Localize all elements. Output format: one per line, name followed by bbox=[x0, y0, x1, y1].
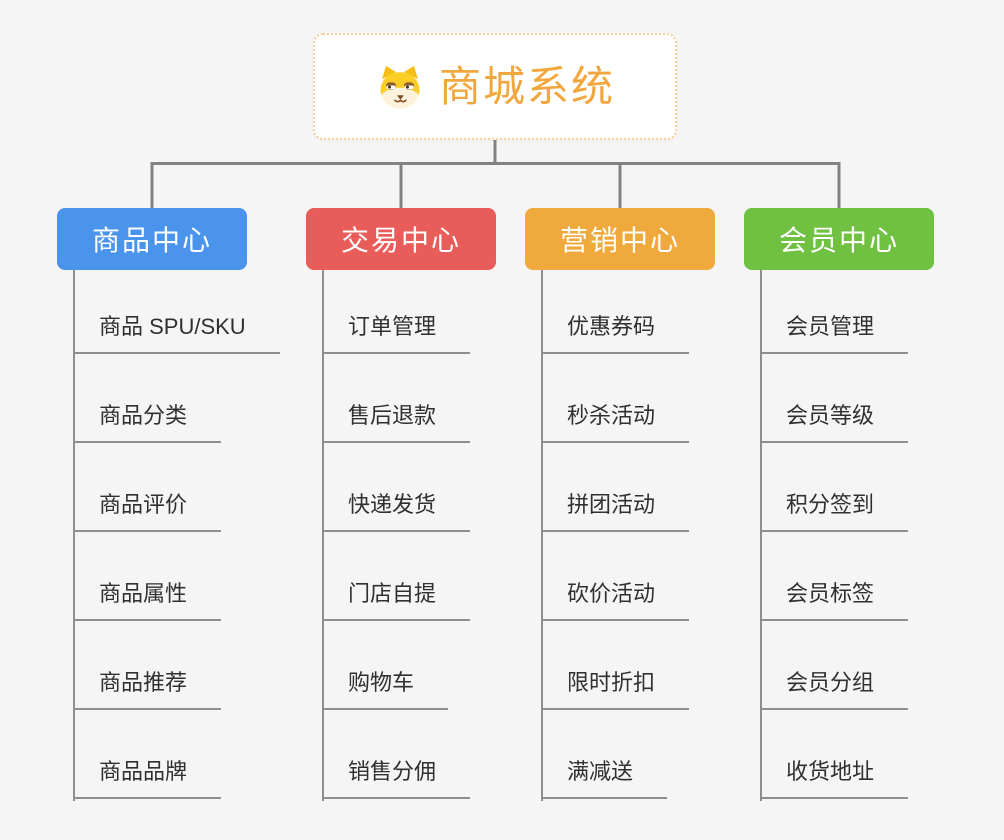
subtopic-item[interactable]: 会员等级 bbox=[760, 401, 909, 443]
dog-face-icon bbox=[375, 64, 425, 110]
branch-trade: 交易中心 订单管理 售后退款 快递发货 门店自提 购物车 销售分佣 bbox=[306, 208, 496, 801]
root-topic-title: 商城系统 bbox=[438, 62, 615, 110]
subtopic-item[interactable]: 订单管理 bbox=[322, 312, 471, 354]
subtopic-item[interactable]: 限时折扣 bbox=[541, 668, 690, 710]
subtopic-item[interactable]: 商品分类 bbox=[73, 401, 222, 443]
subtopic-item[interactable]: 售后退款 bbox=[322, 401, 471, 443]
subtopic-item[interactable]: 收货地址 bbox=[760, 757, 909, 799]
branch-connector-line bbox=[322, 270, 324, 801]
root-topic[interactable]: 商城系统 bbox=[313, 33, 677, 140]
branch-connector-line bbox=[73, 270, 75, 801]
subtopic-item[interactable]: 满减送 bbox=[541, 757, 668, 799]
subtopic-item[interactable]: 商品评价 bbox=[73, 490, 222, 532]
branch-topic-marketing-center[interactable]: 营销中心 bbox=[525, 208, 715, 270]
subtopic-item[interactable]: 砍价活动 bbox=[541, 579, 690, 621]
subtopic-item[interactable]: 会员管理 bbox=[760, 312, 909, 354]
subtopic-item[interactable]: 优惠券码 bbox=[541, 312, 690, 354]
branch-connector-line bbox=[541, 270, 543, 801]
branch-members: 会员中心 会员管理 会员等级 积分签到 会员标签 会员分组 收货地址 bbox=[744, 208, 934, 801]
subtopic-item[interactable]: 会员标签 bbox=[760, 579, 909, 621]
branch-connector-line bbox=[760, 270, 762, 801]
branch-marketing: 营销中心 优惠券码 秒杀活动 拼团活动 砍价活动 限时折扣 满减送 bbox=[525, 208, 715, 801]
subtopic-item[interactable]: 快递发货 bbox=[322, 490, 471, 532]
subtopic-item[interactable]: 商品属性 bbox=[73, 579, 222, 621]
subtopic-item[interactable]: 拼团活动 bbox=[541, 490, 690, 532]
branch-topic-product-center[interactable]: 商品中心 bbox=[57, 208, 247, 270]
branch-topic-trade-center[interactable]: 交易中心 bbox=[306, 208, 496, 270]
subtopic-item[interactable]: 商品品牌 bbox=[73, 757, 222, 799]
branch-topic-member-center[interactable]: 会员中心 bbox=[744, 208, 934, 270]
subtopic-item[interactable]: 门店自提 bbox=[322, 579, 471, 621]
subtopic-item[interactable]: 商品推荐 bbox=[73, 668, 222, 710]
subtopic-item[interactable]: 购物车 bbox=[322, 668, 449, 710]
subtopic-item[interactable]: 积分签到 bbox=[760, 490, 909, 532]
subtopic-item[interactable]: 销售分佣 bbox=[322, 757, 471, 799]
subtopic-item[interactable]: 商品 SPU/SKU bbox=[73, 312, 280, 354]
subtopic-item[interactable]: 会员分组 bbox=[760, 668, 909, 710]
subtopic-item[interactable]: 秒杀活动 bbox=[541, 401, 690, 443]
branch-products: 商品中心 商品 SPU/SKU 商品分类 商品评价 商品属性 商品推荐 商品品牌 bbox=[57, 208, 280, 801]
